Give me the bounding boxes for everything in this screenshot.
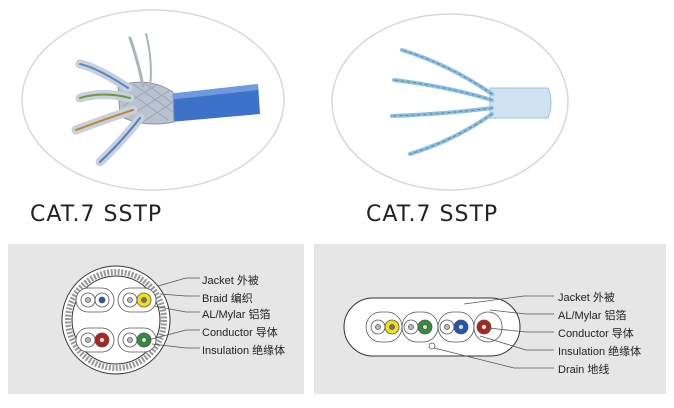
- flat-label-al-mylar: AL/Mylar 铝箔: [558, 310, 627, 322]
- round-cable-cross-section: [61, 265, 200, 375]
- flat-label-drain: Drain 地线: [558, 364, 610, 376]
- round-label-insulation: Insulation 绝缘体: [202, 345, 286, 357]
- round-label-conductor: Conductor 导体: [202, 327, 278, 339]
- left-caption: CAT.7 SSTP: [30, 202, 163, 227]
- round-label-al-mylar: AL/Mylar 铝箔: [202, 309, 271, 321]
- flat-label-conductor: Conductor 导体: [558, 328, 634, 340]
- cat7-round-cable-photo: [21, 9, 285, 191]
- right-caption: CAT.7 SSTP: [366, 202, 499, 227]
- round-label-jacket: Jacket 外被: [202, 275, 259, 287]
- flat-label-jacket: Jacket 外被: [558, 292, 615, 304]
- round-label-braid: Braid 编织: [202, 293, 253, 305]
- flat-cable-cross-section: [343, 295, 554, 369]
- cat7-flat-cable-photo: [331, 13, 569, 191]
- flat-label-insulation: Insulation 绝缘体: [558, 346, 642, 358]
